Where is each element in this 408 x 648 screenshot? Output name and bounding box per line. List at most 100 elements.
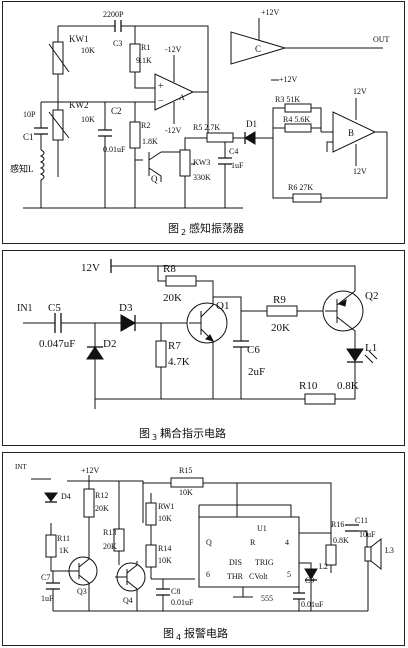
wire-ic-ground — [233, 587, 253, 598]
label-r5: R5 2.7K — [193, 123, 220, 132]
resistor-r6 — [292, 193, 322, 203]
pin-name-r: R — [250, 538, 256, 547]
diode-d2 — [86, 346, 104, 360]
resistor-r9 — [266, 305, 298, 317]
capacitor-c5 — [54, 313, 62, 333]
label-c7: C7 — [41, 573, 50, 582]
label-r13: R13 — [103, 528, 116, 537]
label-op-amp-c: C — [255, 44, 261, 54]
label-c3-name: C3 — [113, 39, 122, 48]
label-r9-value: 20K — [271, 322, 290, 334]
transistor-q3-leads — [67, 553, 90, 611]
label-r15-value: 10K — [179, 488, 193, 497]
capacitor-c7 — [46, 582, 60, 590]
label-coil: 感知L — [10, 163, 34, 174]
label-c1-value: 10P — [23, 110, 36, 119]
pin-name-trig: TRIG — [255, 558, 274, 567]
label-r11-value: 1K — [59, 546, 69, 555]
capacitor-c1 — [34, 127, 48, 135]
wire-opc — [258, 18, 383, 49]
label-kw2-value: 10K — [81, 115, 95, 124]
label-r14: R14 — [158, 544, 171, 553]
diode-d1 — [244, 131, 256, 145]
label-kw1-value: 10K — [81, 46, 95, 55]
wire-supply — [67, 475, 144, 523]
label-r8-value: 20K — [163, 292, 182, 304]
label-c6: C6 — [247, 344, 260, 356]
panel-coupling-indicator: 12V R8 20K IN1 C5 0.047uF D3 D2 R7 4.7K … — [2, 250, 405, 446]
caption-num-fig1: 2 — [181, 228, 186, 237]
led-l1 — [346, 348, 364, 362]
speaker-l3 — [364, 546, 372, 562]
label-c4: C4 — [229, 147, 238, 156]
label-c2: C2 — [111, 106, 122, 116]
label-c7-value: 1uF — [41, 594, 54, 603]
label-op-amp-a: A — [179, 93, 185, 102]
label-out: OUT — [373, 35, 390, 44]
label-d3: D3 — [119, 302, 133, 314]
ic-555 — [198, 516, 300, 588]
caption-title-fig2: 耦合指示电路 — [160, 426, 226, 440]
transistor-q2-arrow — [337, 299, 347, 307]
wire-r1 — [134, 26, 155, 89]
label-u1: U1 — [257, 524, 267, 533]
label-minus12v-b: -12V — [165, 126, 182, 135]
label-q: Q — [151, 174, 158, 184]
label-c5-value: 0.047uF — [39, 338, 75, 350]
kw2-slider — [48, 111, 70, 139]
label-c8-value: 0.01uF — [171, 598, 194, 607]
capacitor-c4 — [218, 157, 232, 165]
op-amp-c — [230, 31, 287, 65]
sensing-oscillator-schematic: 2200P C3 KW1 10K KW2 10K 10P C1 感知L C2 0… — [10, 8, 390, 237]
caption-prefix-fig1: 图 — [168, 222, 179, 235]
resistor-r8 — [165, 275, 197, 287]
label-kw2: KW2 — [69, 100, 89, 110]
label-in1: IN1 — [17, 303, 33, 314]
label-r4: R4 5.6K — [283, 115, 310, 124]
label-r7: R7 — [168, 340, 181, 352]
label-int: INT — [15, 463, 27, 471]
resistor-r3 — [284, 103, 312, 113]
resistor-r1 — [129, 43, 141, 73]
potentiometer-kw3 — [179, 149, 191, 177]
label-r13-value: 20K — [103, 542, 117, 551]
wire-l2 — [299, 562, 312, 611]
label-r9: R9 — [273, 294, 286, 306]
transistor-q2-leads — [325, 290, 356, 349]
wire-ground-r10 — [95, 362, 356, 400]
wire-c6 — [213, 296, 242, 399]
wire-ic-top — [198, 504, 292, 517]
label-r10: R10 — [299, 380, 318, 392]
label-plus12v-a: +12V — [261, 8, 280, 17]
transistor-q1-leads — [189, 297, 214, 399]
label-l3: L3 — [385, 546, 394, 555]
caption-title-fig3: 报警电路 — [184, 626, 228, 640]
resistor-r7 — [155, 340, 167, 368]
pin-name-q: Q — [206, 538, 212, 547]
label-q3: Q3 — [77, 587, 87, 596]
label-r6: R6 27K — [288, 183, 313, 192]
resistor-r11 — [45, 534, 57, 558]
wire-top — [58, 25, 209, 80]
op-amp-a-minus: − — [158, 96, 164, 107]
capacitor-c6 — [233, 340, 249, 348]
pin-name-dis: DIS — [229, 558, 242, 567]
label-d2: D2 — [103, 338, 116, 350]
caption-prefix-fig2: 图 — [139, 427, 150, 440]
label-r16-value: 0.8K — [333, 536, 349, 545]
label-op-amp-b: B — [348, 128, 354, 138]
wire-r16 — [237, 482, 332, 573]
label-l1: L1 — [365, 342, 377, 354]
transistor-q2 — [322, 290, 364, 332]
transistor-q1 — [186, 302, 228, 344]
caption-num-fig3: 4 — [176, 633, 181, 642]
label-r1: R1 — [141, 43, 150, 52]
label-minus12v-a: -12V — [165, 45, 182, 54]
wire-r3-r4 — [272, 107, 322, 138]
label-kw3-value: 330K — [193, 173, 211, 182]
wire-ground — [23, 182, 243, 209]
label-r7-value: 4.7K — [168, 356, 190, 368]
pin-num-5: 5 — [287, 570, 291, 579]
label-rw1-value: 10K — [158, 514, 172, 523]
wire-feedback-r6 — [272, 132, 388, 199]
